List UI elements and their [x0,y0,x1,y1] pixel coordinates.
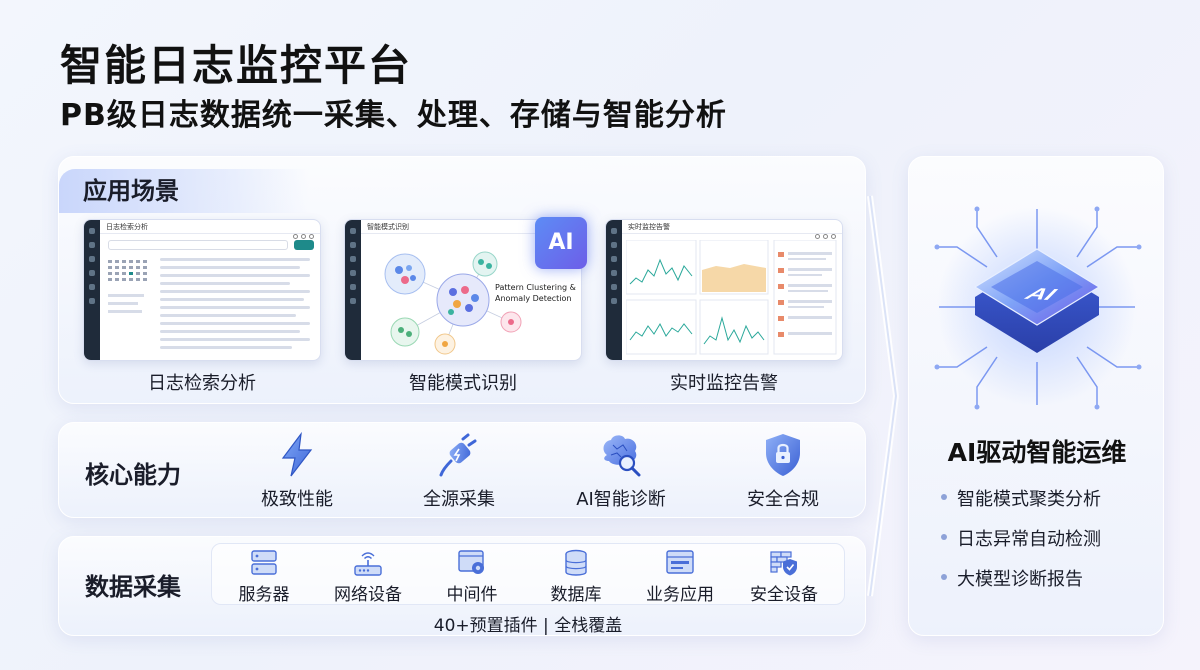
server-icon [251,550,277,575]
source-business-app[interactable]: 业务应用 [630,548,730,605]
screen-title: 日志检索分析 [106,223,148,231]
source-middleware[interactable]: 中间件 [422,548,522,605]
scenes-title: 应用场景 [59,169,309,213]
capability-security[interactable]: 安全合规 [723,431,843,511]
source-network[interactable]: 网络设备 [318,548,418,605]
router-icon [354,552,382,576]
ai-feature-item: 日志异常自动检测 [941,525,1101,551]
capability-label: 极致性能 [261,489,333,510]
capability-label: AI智能诊断 [576,489,666,510]
source-security-device[interactable]: 安全设备 [734,548,834,605]
ai-ops-title: AI驱动智能运维 [947,438,1127,467]
capability-ai-diagnosis[interactable]: AI智能诊断 [561,431,681,511]
shield-lock-icon [766,434,800,476]
database-icon [565,549,587,576]
log-search-screenshot[interactable]: 日志检索分析 [83,219,321,361]
ai-feature-item: 大模型诊断报告 [941,565,1101,591]
data-sources-strip: 服务器 网络设备 中间件 [211,543,845,605]
screen-title: 实时监控告警 [628,223,670,231]
capability-label: 全源采集 [423,489,495,510]
source-database[interactable]: 数据库 [526,548,626,605]
data-collection-title: 数据采集 [85,573,181,601]
source-server[interactable]: 服务器 [214,548,314,605]
capability-performance[interactable]: 极致性能 [237,431,357,511]
source-label: 服务器 [238,585,290,605]
flow-arrow-icon [867,195,899,597]
ai-chip-icon: AI [934,206,1142,410]
app-window-icon [666,550,694,574]
realtime-monitor-screenshot[interactable]: 实时监控告警 [605,219,843,361]
middleware-icon [458,550,484,574]
pattern-overlay-text: Pattern Clustering & Anomaly Detection [495,283,576,303]
plug-icon [439,433,477,477]
capability-collection[interactable]: 全源采集 [399,431,519,511]
source-label: 网络设备 [334,585,402,605]
ai-badge: AI [535,217,587,269]
lightning-icon [281,431,313,477]
plugins-footer: 40+预置插件 | 全栈覆盖 [433,616,623,636]
source-label: 业务应用 [646,585,714,605]
source-label: 数据库 [550,585,602,605]
page-subtitle: PB级日志数据统一采集、处理、存储与智能分析 [60,98,727,133]
ai-ops-panel: AI AI驱动智能运维 智能模式聚类分析 日志异常自动检测 大模型诊断报告 [908,156,1164,636]
ai-feature-item: 智能模式聚类分析 [941,485,1101,511]
source-label: 中间件 [446,585,498,605]
capabilities-title: 核心能力 [85,461,181,489]
screen-title: 智能模式识别 [367,223,409,231]
capabilities-panel: 核心能力 极致性能 全源采集 AI智能诊断 [58,422,866,518]
data-collection-panel: 数据采集 服务器 网络设备 [58,536,866,636]
scenes-panel: 应用场景 日志检索分析 [58,156,866,404]
ai-ops-features: 智能模式聚类分析 日志异常自动检测 大模型诊断报告 [941,485,1101,605]
page-title: 智能日志监控平台 [60,41,413,90]
scene-label-monitor: 实时监控告警 [670,373,778,394]
ai-badge-text: AI [548,230,574,255]
scene-label-log-search: 日志检索分析 [148,373,256,394]
brain-search-icon [603,435,641,477]
source-label: 安全设备 [750,585,818,605]
scene-label-pattern: 智能模式识别 [409,373,517,394]
firewall-icon [770,551,797,576]
capability-label: 安全合规 [747,489,819,510]
